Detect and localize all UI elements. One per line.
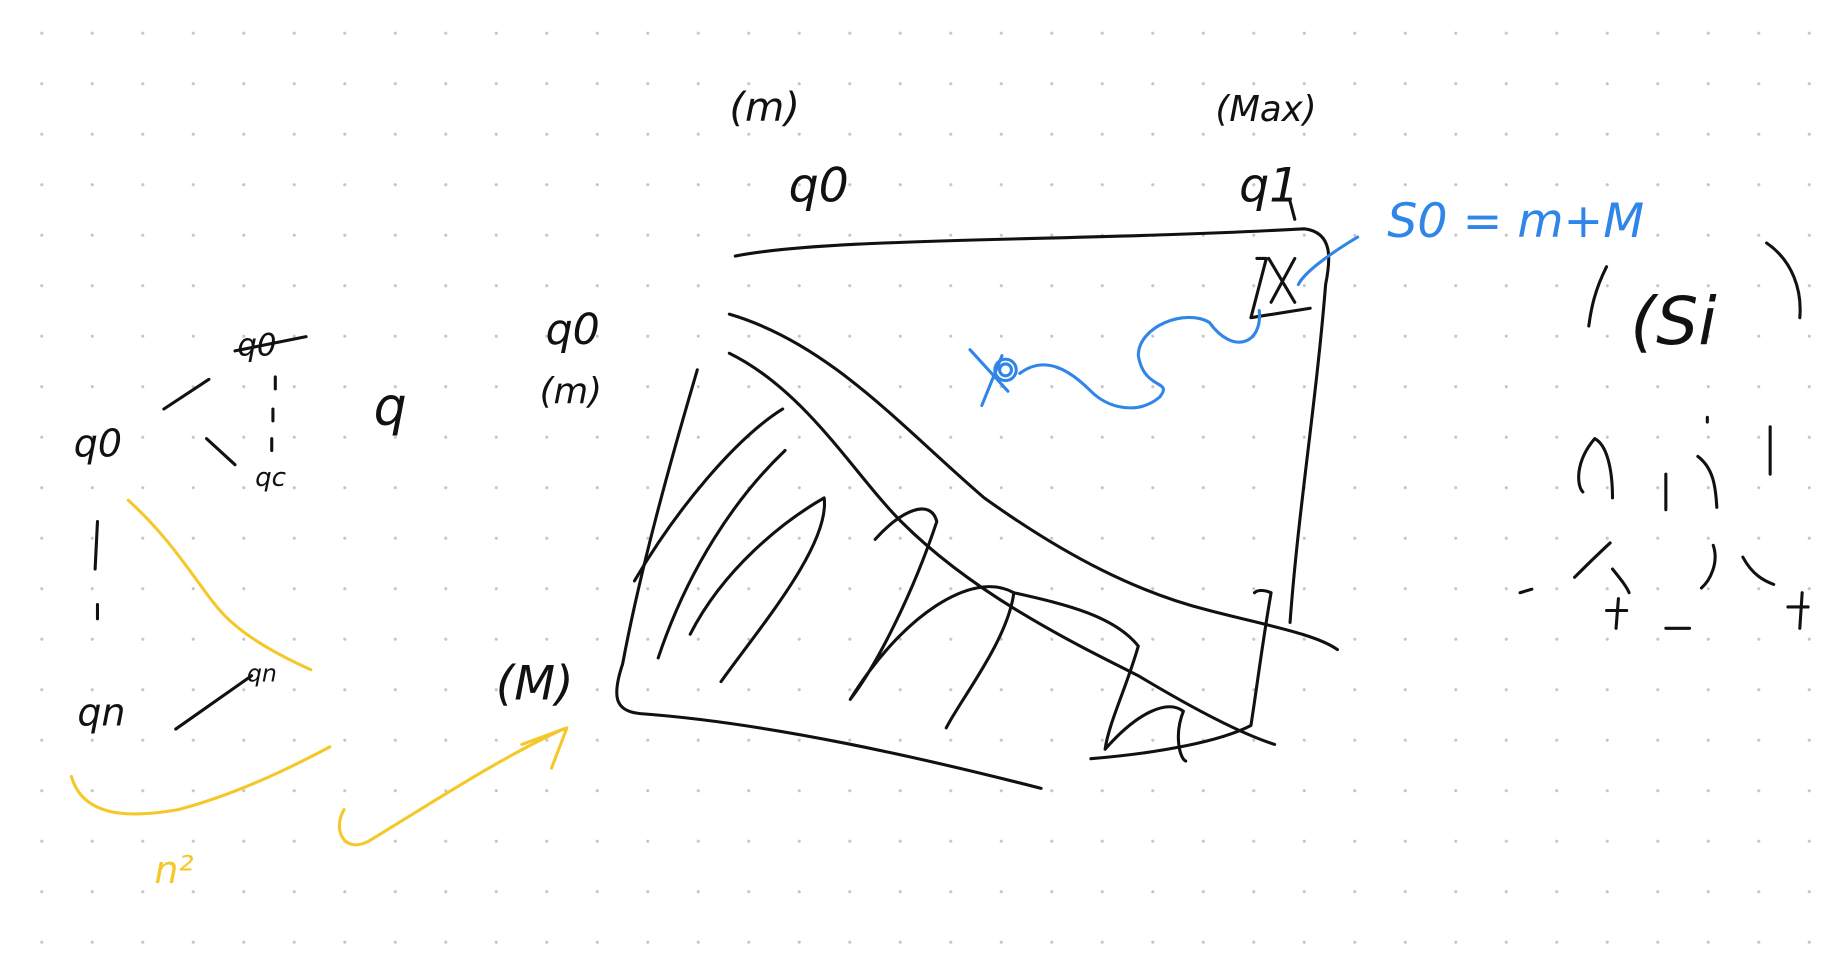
label-graph-qn: qn: [77, 690, 125, 734]
label-graph-q0: q0: [74, 421, 122, 465]
label-s0-formula: S0 = m+M: [1387, 194, 1644, 249]
left-graph-sketch: [93, 335, 308, 731]
label-q0-left: q0: [546, 305, 600, 355]
label-q0-top: q0: [789, 159, 849, 214]
label-top-max: (Max): [1215, 89, 1316, 130]
label-q1: q1: [1239, 159, 1299, 214]
si-sketch: [1518, 241, 1810, 630]
label-graph-qn2: qn: [247, 660, 277, 688]
yellow-annotations: [69, 498, 569, 847]
label-m-left: (m): [540, 371, 602, 412]
blue-annotation: [968, 235, 1360, 410]
label-top-m: (m): [729, 84, 800, 131]
label-q0-crossed: q0: [237, 328, 276, 364]
label-q: q: [374, 377, 407, 437]
label-si: (Si: [1630, 282, 1717, 360]
label-n-squared: n²: [154, 848, 193, 892]
main-box-sketch: [615, 199, 1340, 790]
label-M-left: (M): [496, 656, 574, 711]
label-graph-qc: qc: [255, 463, 286, 493]
